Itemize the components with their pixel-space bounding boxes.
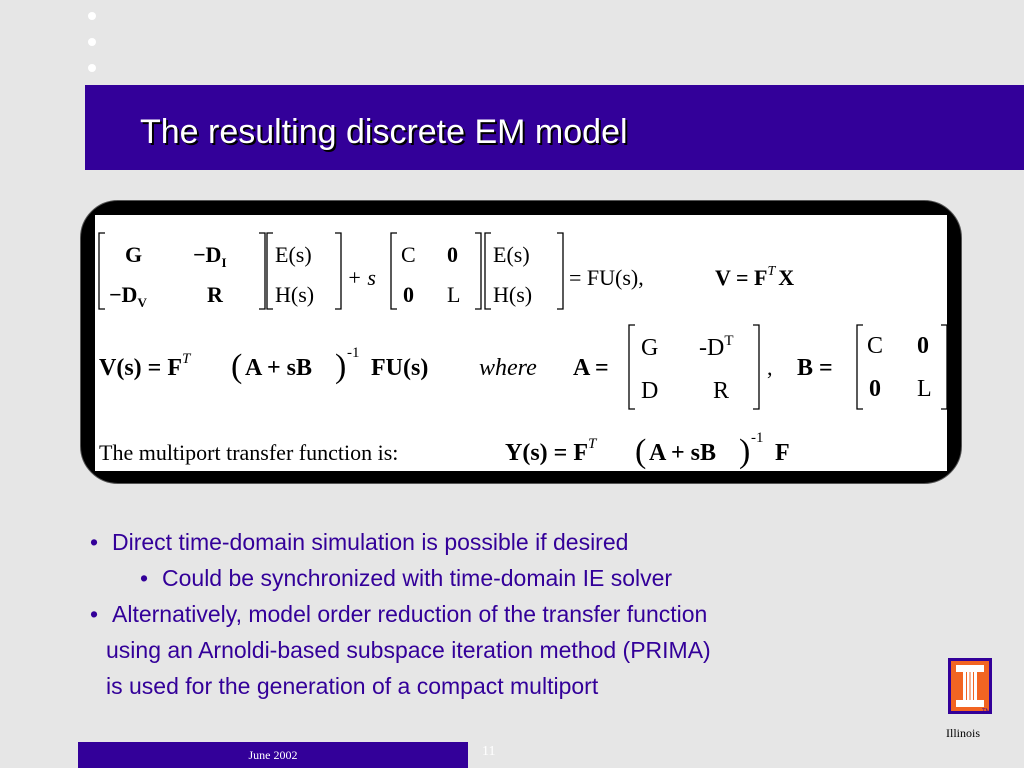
- bullet-list: • Direct time-domain simulation is possib…: [90, 524, 890, 704]
- title-bar: The resulting discrete EM model: [85, 85, 1024, 170]
- eq1-m1-a21: −DV: [109, 282, 147, 310]
- eq2-where: where: [479, 355, 537, 381]
- eq2-B-11: C: [867, 333, 883, 359]
- bullet-item-1: • Direct time-domain simulation is possib…: [90, 524, 890, 560]
- bullet-dot-icon: •: [140, 565, 149, 591]
- eq1-brackets: [98, 232, 948, 410]
- eq2-B-21: 0: [869, 376, 881, 402]
- logo-tm: TM: [982, 709, 991, 714]
- eq1-m1-a12: −DI: [193, 242, 227, 270]
- eq1-m1-a11: G: [125, 242, 142, 267]
- bullet-text-3-line-3: is used for the generation of a compact …: [106, 673, 599, 699]
- equations-svg: G −DI −DV R E(s) H(s) + s C 0 0 L E(s): [98, 232, 948, 470]
- eq2-comma: ,: [767, 355, 773, 380]
- eq1-rhs: = FU(s),: [569, 265, 644, 290]
- eq1-v2-h: H(s): [493, 282, 532, 307]
- slide-title: The resulting discrete EM model: [140, 113, 628, 151]
- eq2-B-12: 0: [917, 333, 929, 359]
- eq1-plus-s: + s: [347, 265, 376, 290]
- dot-2: [88, 38, 96, 46]
- eq1-v1-h: H(s): [275, 282, 314, 307]
- eq2-b-eq: B =: [797, 355, 833, 381]
- eq1-m2-a21: 0: [403, 282, 414, 307]
- page-number: 11: [482, 744, 496, 759]
- bullet-text-3-line-1: Alternatively, model order reduction of …: [112, 601, 708, 627]
- bullet-dot-icon: •: [90, 529, 99, 555]
- bullet-item-3-cont-1: using an Arnoldi-based subspace iteratio…: [90, 632, 890, 668]
- eq1-m1-a22: R: [207, 282, 224, 307]
- logo-label: Illinois: [946, 726, 981, 740]
- equation-panel: G −DI −DV R E(s) H(s) + s C 0 0 L E(s): [95, 215, 948, 471]
- bullet-dot-icon: •: [90, 601, 99, 627]
- eq2-lparen: (: [231, 348, 242, 385]
- eq3-paren: A + sB: [649, 440, 716, 466]
- bullet-item-2: • Could be synchronized with time-domain …: [140, 560, 890, 596]
- bullet-item-3: • Alternatively, model order reduction of…: [90, 596, 890, 632]
- dot-3: [88, 64, 96, 72]
- eq1-v2-e: E(s): [493, 242, 530, 267]
- eq3-rparen: ): [739, 433, 750, 470]
- eq1-m2-a11: C: [401, 242, 416, 267]
- decorative-dots: [88, 12, 96, 90]
- eq1-m2-a12: 0: [447, 242, 458, 267]
- eq2-tail: FU(s): [371, 355, 428, 381]
- footer-date: June 2002: [248, 748, 298, 762]
- university-logo-icon: TM: [948, 658, 992, 714]
- eq2-B-22: L: [917, 376, 932, 402]
- eq2-A-11: G: [641, 335, 658, 361]
- eq3-tail: F: [775, 440, 790, 466]
- eq3-inv: -1: [751, 430, 764, 446]
- footer-bar: June 2002: [78, 742, 468, 768]
- eq2-A-21: D: [641, 378, 658, 404]
- eq1-m2-a22: L: [447, 282, 460, 307]
- eq2-A-12: -DT: [699, 333, 734, 361]
- eq3-intro: The multiport transfer function is:: [99, 440, 398, 465]
- eq2-A-22: R: [713, 378, 729, 404]
- eq2-inv: -1: [347, 345, 360, 361]
- equation-box: G −DI −DV R E(s) H(s) + s C 0 0 L E(s): [80, 200, 962, 484]
- eq2-a-eq: A =: [573, 355, 609, 381]
- bullet-item-3-cont-2: is used for the generation of a compact …: [90, 668, 890, 704]
- bullet-text-1: Direct time-domain simulation is possibl…: [112, 529, 629, 555]
- eq3-lhs: Y(s) = FT: [505, 436, 598, 466]
- eq2-rparen: ): [335, 348, 346, 385]
- eq1-v1-e: E(s): [275, 242, 312, 267]
- dot-1: [88, 12, 96, 20]
- eq2-lhs: V(s) = FT: [99, 351, 192, 381]
- bullet-text-3-line-2: using an Arnoldi-based subspace iteratio…: [106, 637, 711, 663]
- bullet-text-2: Could be synchronized with time-domain I…: [162, 565, 673, 591]
- eq3-lparen: (: [635, 433, 646, 470]
- eq2-paren: A + sB: [245, 355, 312, 381]
